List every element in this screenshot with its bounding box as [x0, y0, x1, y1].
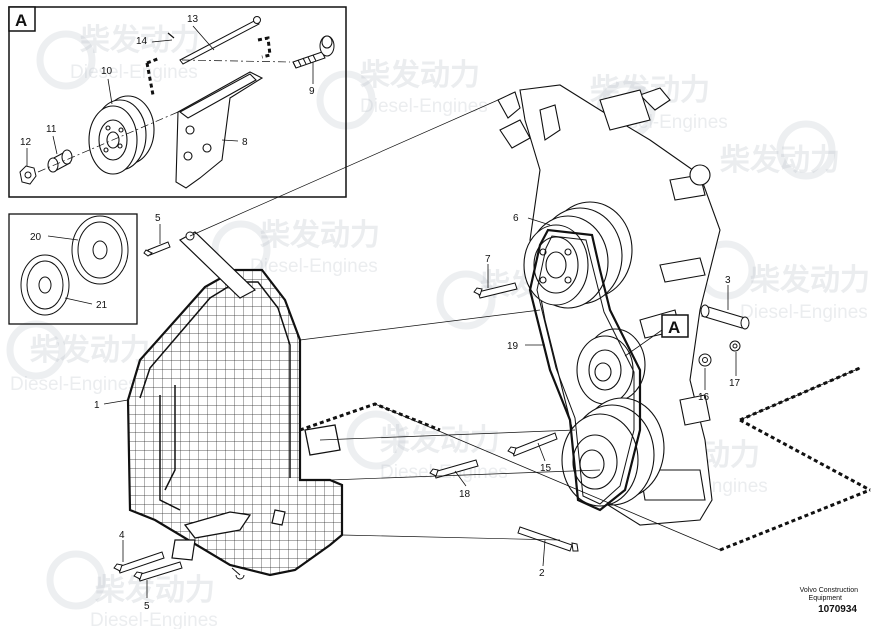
callout-15: 15 — [540, 463, 552, 474]
rod-part — [179, 16, 261, 65]
callout-11: 11 — [46, 124, 57, 135]
water-pump-pulley — [561, 397, 665, 507]
drive-belt-inner — [536, 235, 635, 505]
callout-10: 10 — [101, 66, 113, 77]
callout-3: 3 — [725, 275, 731, 286]
assembly-axis — [37, 111, 179, 173]
callout-20: 20 — [30, 232, 42, 243]
engine-timing-cover — [497, 84, 721, 526]
callout-1: 1 — [94, 400, 100, 411]
pin-part — [167, 32, 175, 39]
callout-9: 9 — [309, 86, 315, 97]
watermark-text: 柴发动力 — [750, 263, 870, 298]
leader-lines — [103, 217, 737, 598]
bolts — [113, 241, 750, 582]
brand-line-2: Equipment — [809, 595, 843, 602]
callout-6: 6 — [513, 213, 519, 224]
watermark-subtext: Diesel-Engines — [740, 302, 868, 323]
callout-12: 12 — [20, 137, 32, 148]
watermark-text: 柴发动力 — [95, 573, 215, 608]
watermark-text: 柴发动力 — [260, 218, 380, 253]
watermark-text: 柴发动力 — [380, 423, 500, 458]
watermark-text: 柴发动力 — [720, 143, 840, 178]
callout-5: 5 — [155, 213, 161, 224]
brand-line-1: Volvo Construction — [800, 587, 858, 594]
callout-19: 19 — [507, 341, 519, 352]
callout-17: 17 — [729, 378, 741, 389]
idler-pulley — [576, 328, 646, 405]
detail-a-inset: A — [8, 6, 347, 198]
spacer-part — [47, 149, 73, 173]
callout-2: 2 — [539, 568, 545, 579]
bracket-part — [175, 71, 264, 189]
outline-lines — [374, 367, 861, 551]
washer-part — [20, 215, 129, 316]
watermark-subtext: Diesel-Engines — [70, 62, 198, 83]
callout-5-bottom: 5 — [144, 601, 150, 612]
callout-16: 16 — [698, 392, 710, 403]
washer-inset: 20 21 — [8, 213, 138, 325]
leader-lines — [47, 235, 93, 305]
watermark-subtext: Diesel-Engines — [360, 96, 488, 117]
callout-13: 13 — [187, 14, 199, 25]
watermark-subtext: Diesel-Engines — [90, 610, 218, 629]
dashed-bracket — [145, 36, 272, 96]
detail-a-marker — [661, 314, 689, 338]
watermark-text: 柴发动力 — [360, 58, 480, 93]
callout-21: 21 — [96, 300, 108, 311]
callout-4: 4 — [119, 530, 125, 541]
drive-belt — [528, 228, 642, 512]
callout-18: 18 — [459, 489, 471, 500]
idler-pulley-part — [88, 95, 155, 175]
watermark-subtext: Diesel-Engines — [10, 374, 138, 395]
callout-7: 7 — [485, 254, 491, 265]
leader-lines — [26, 25, 314, 166]
detail-a-marker-label: A — [668, 318, 680, 337]
watermark-text: 柴发动力 — [80, 23, 200, 58]
assembly-axis — [181, 59, 291, 63]
detail-label: A — [15, 11, 27, 30]
watermark-subtext: Diesel-Engines — [250, 256, 378, 277]
callout-14: 14 — [136, 36, 148, 47]
belt-guard — [126, 268, 344, 580]
footer: Volvo Construction Equipment 1070934 — [800, 587, 858, 615]
part-number: 1070934 — [818, 604, 857, 615]
nut-part — [19, 165, 37, 185]
callout-8: 8 — [242, 137, 248, 148]
watermark-text: 柴发动力 — [30, 333, 150, 368]
leader-line — [624, 329, 663, 357]
screw-part — [292, 35, 335, 69]
